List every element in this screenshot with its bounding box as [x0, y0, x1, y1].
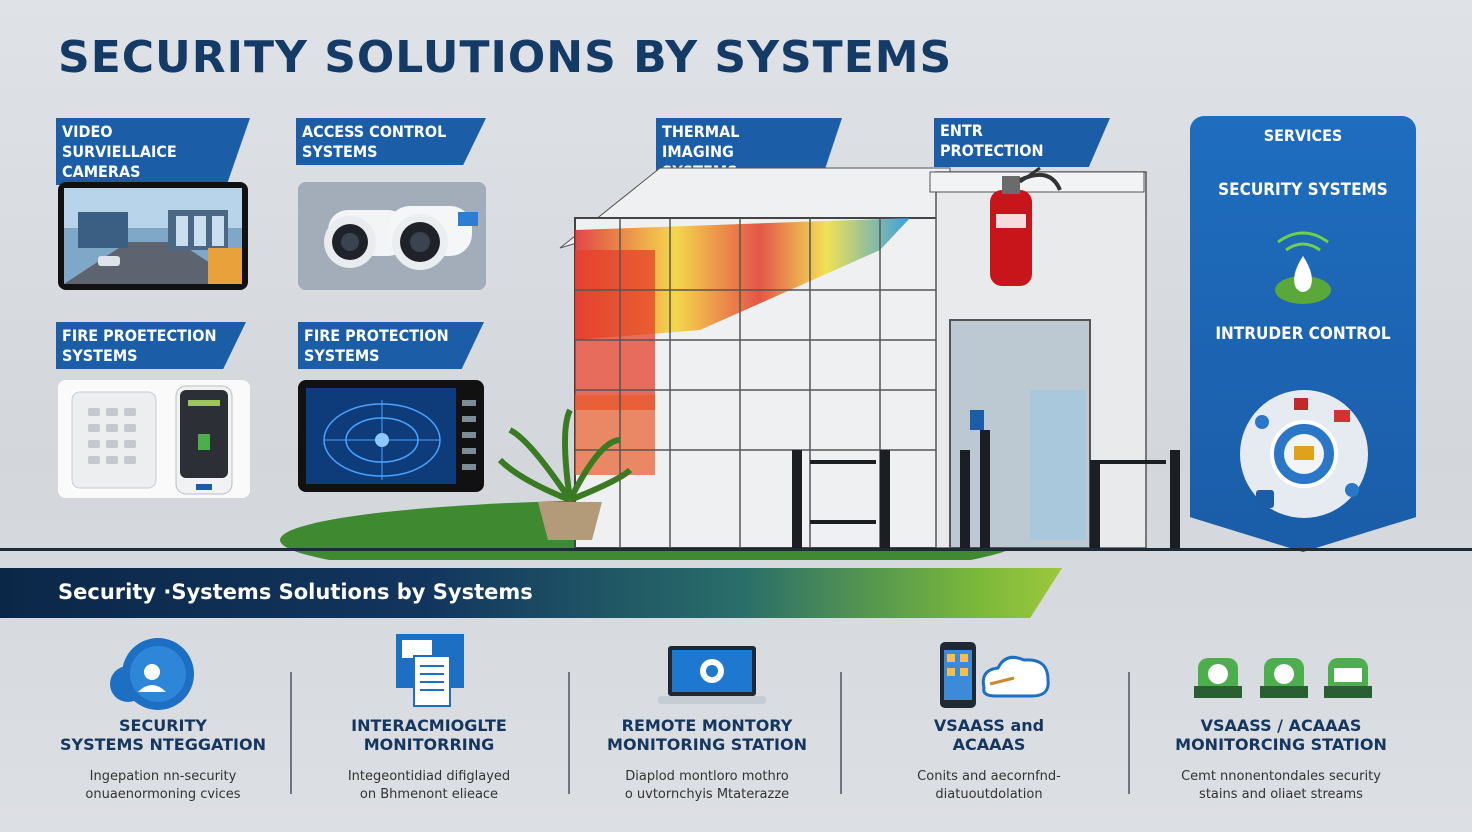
street-camera-view-image [64, 188, 242, 284]
feature-divider [1128, 672, 1130, 794]
tag-access-control: ACCESS CONTROL SYSTEMS [296, 118, 486, 165]
keypad-icon [58, 380, 250, 498]
feature-divider [568, 672, 570, 794]
feature-description: Ingepation nn-security onuaenormoning cv… [85, 769, 241, 802]
feature-integration: SECURITY SYSTEMS NTEGGATION Ingepation n… [24, 630, 302, 804]
feature-description: Cemt nnonentondales security stains and … [1181, 769, 1381, 802]
panel-services: SERVICES [1263, 126, 1343, 145]
tag-video-surveillance: VIDEO SURVIELLAICE CAMERAS [56, 118, 250, 185]
security-camera-icon [298, 182, 486, 290]
tag-fire-protection-1: FIRE PROETECTION SYSTEMS [56, 322, 246, 369]
feature-title: VSAASS / ACAAAS MONITORCING STATION [1175, 716, 1387, 754]
fire-protection-monitor [298, 380, 484, 492]
monitor-scan-icon [306, 388, 476, 484]
feature-monitoring: INTERACMIOGLTE MONITORRING Integeontidia… [290, 630, 568, 804]
section-banner: Security ·Systems Solutions by Systems [0, 568, 1062, 618]
phone-cloud-icon [940, 642, 1050, 708]
cloud-user-icon [110, 638, 194, 710]
feature-description: Conits and aecornfnd- diatuoutdolation [917, 769, 1061, 802]
control-wheel-icon [1240, 390, 1368, 518]
feature-title: SECURITY SYSTEMS NTEGGATION [60, 716, 266, 754]
feature-vsaas: VSAASS and ACAAAS Conits and aecornfnd- … [850, 630, 1128, 804]
turnstile-gates [792, 430, 1180, 550]
access-control-cameras [298, 182, 486, 290]
feature-title: INTERACMIOGLTE MONITORRING [351, 716, 507, 754]
services-panel: SERVICES SECURITY SYSTEMS INTRUDER CONTR… [1190, 116, 1416, 552]
water-drop-icon [1275, 231, 1331, 304]
ground-line [0, 548, 1472, 551]
feature-title: REMOTE MONTORY MONITORING STATION [607, 716, 807, 754]
camera-badges-icon [1194, 658, 1372, 698]
building-illustration [280, 166, 1180, 560]
tag-fire-protection-2: FIRE PROTECTION SYSTEMS [298, 322, 484, 369]
feature-description: Integeontidiad difiglayed on Bhmenont el… [347, 769, 511, 802]
feature-remote-monitoring: REMOTE MONTORY MONITORING STATION Diaplo… [568, 630, 846, 804]
page-title: SECURITY SOLUTIONS BY SYSTEMS [58, 32, 953, 83]
fire-extinguisher-icon [990, 166, 1062, 286]
banner-text: Security ·Systems Solutions by Systems [58, 580, 533, 604]
feature-description: Diaplod montloro mothro o uvtornchyis Mt… [624, 769, 790, 802]
feature-title: VSAASS and ACAAAS [933, 716, 1045, 754]
laptop-shield-icon [658, 646, 766, 704]
potted-plant-icon [497, 408, 633, 540]
feature-divider [290, 672, 292, 794]
panel-security-systems: SECURITY SYSTEMS [1218, 180, 1388, 200]
thermal-heatmap [575, 218, 910, 340]
tag-entry-protection: ENTR PROTECTION [934, 118, 1110, 167]
monitor-document-icon [396, 634, 464, 707]
panel-intruder-control: INTRUDER CONTROL [1215, 324, 1391, 344]
video-surveillance-tablet [58, 182, 248, 290]
feature-divider [840, 672, 842, 794]
feature-vsaas-station: VSAASS / ACAAAS MONITORCING STATION Cemt… [1142, 630, 1420, 804]
fire-protection-keypads [58, 380, 250, 498]
